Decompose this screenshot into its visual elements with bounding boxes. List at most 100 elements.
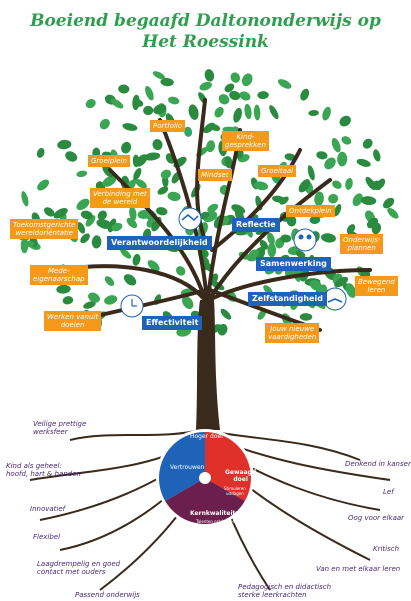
tag-groeiplein: Groeiplein [88,155,130,167]
leaf [372,180,383,191]
tag-kindgesprekken: Kind- gesprekken [222,131,269,151]
tag-effectiviteit: Effectiviteit [142,316,203,330]
leaf [56,284,71,294]
leaf [269,105,279,120]
leaf [129,206,137,221]
leaf [334,276,349,288]
leaf [300,88,310,101]
leaf [277,79,292,89]
leaf [132,94,140,111]
leaf [110,98,124,109]
leaf [168,96,180,105]
leaf [65,151,78,162]
leaf [272,195,286,203]
leaf [120,248,132,259]
root-label-flexibel: Flexibel [33,533,61,541]
leaf [104,276,115,286]
leaf [91,235,102,249]
leaf [76,198,90,211]
leaf [155,207,168,216]
circle-segment-purple [165,478,245,524]
leaf [102,164,114,178]
leaf [53,207,68,219]
tag-verbinding: Verbinding met de wereld [90,188,150,208]
circle-segment-blue [159,432,205,501]
leaf [80,210,93,220]
leaf [286,214,297,227]
leaf [230,72,241,83]
leaf [241,73,253,87]
leaf [144,152,161,161]
leaf [339,115,351,127]
leaf [267,242,277,258]
leaf [188,104,199,120]
leaf [44,207,55,217]
leaf [122,123,138,131]
leaf [147,260,160,272]
leaf [280,234,292,243]
tag-bewegend-leren: Bewegend leren [355,276,398,296]
leaf [160,169,172,179]
leaf [244,103,252,120]
tag-mindset: Mindset [198,169,232,181]
leaf [135,179,147,189]
leaf [123,274,137,286]
leaf [37,179,50,191]
circle-segment-red [205,432,251,501]
leaf [229,90,241,101]
leaf [322,106,331,121]
leaf [324,157,336,170]
root-label-passend: Passend onderwijs [75,591,140,599]
title-line-2: Het Roessink [142,32,269,52]
leaf [167,191,181,202]
title-line-1: Boeiend begaafd Daltononderwijs op [30,11,381,31]
leaf [111,222,123,232]
leaf [284,153,296,161]
leaf [333,204,342,217]
root-label-van-en-met: Van en met elkaar leren [316,565,401,573]
leaf [118,84,130,94]
tag-verantwoordelijkheid: Verantwoordelijkheid [107,236,212,250]
leaf [36,147,45,158]
leaf [76,170,88,178]
branch [108,168,207,302]
leaf [267,232,275,246]
leaf [299,313,313,321]
leaf [254,181,269,191]
tag-reflectie: Reflectie [232,218,280,232]
circle-label-gewaagd-doel: Gewaagd doel [225,469,257,483]
leaf [337,151,348,167]
leaf [83,301,96,309]
branch [207,178,332,302]
leaf [298,179,311,193]
circle-label-kernkwaliteiten: Kernkwaliteiten [190,510,244,517]
tag-portfolio: Portfolio [150,120,186,132]
tag-toekomstgerichte: Toekomstgerichte wereldoriëntatie [10,219,79,239]
handshake-icon-glyph [181,214,199,222]
core-values-circle [156,429,254,527]
leaf [85,99,96,109]
leaf [80,233,90,244]
circle-label-talenten: Talenten ontdekken en benutten [196,519,236,529]
leaf [160,77,174,87]
root-label-denkend: Denkend in kansen [345,460,411,468]
leaf [373,149,381,162]
tag-werken-vanuit-doelen: Werken vanuit doelen [44,311,102,331]
circle-label-hoger-doel: Hoger doel [190,433,223,440]
leaf [206,140,216,153]
leaf [97,210,107,221]
branch [195,98,207,242]
leaf [184,126,193,137]
leaf [96,219,112,229]
leaf [121,141,132,154]
leaf [345,283,356,298]
leaf [152,71,165,80]
leaf [352,193,363,207]
tag-medeeigenaarschap: Mede- eigenaarschap [30,265,88,285]
leaf [309,215,321,225]
leaf [133,168,142,181]
leaf [239,91,251,101]
leaf [102,175,117,187]
leaf [249,249,260,258]
leaf [321,233,336,243]
